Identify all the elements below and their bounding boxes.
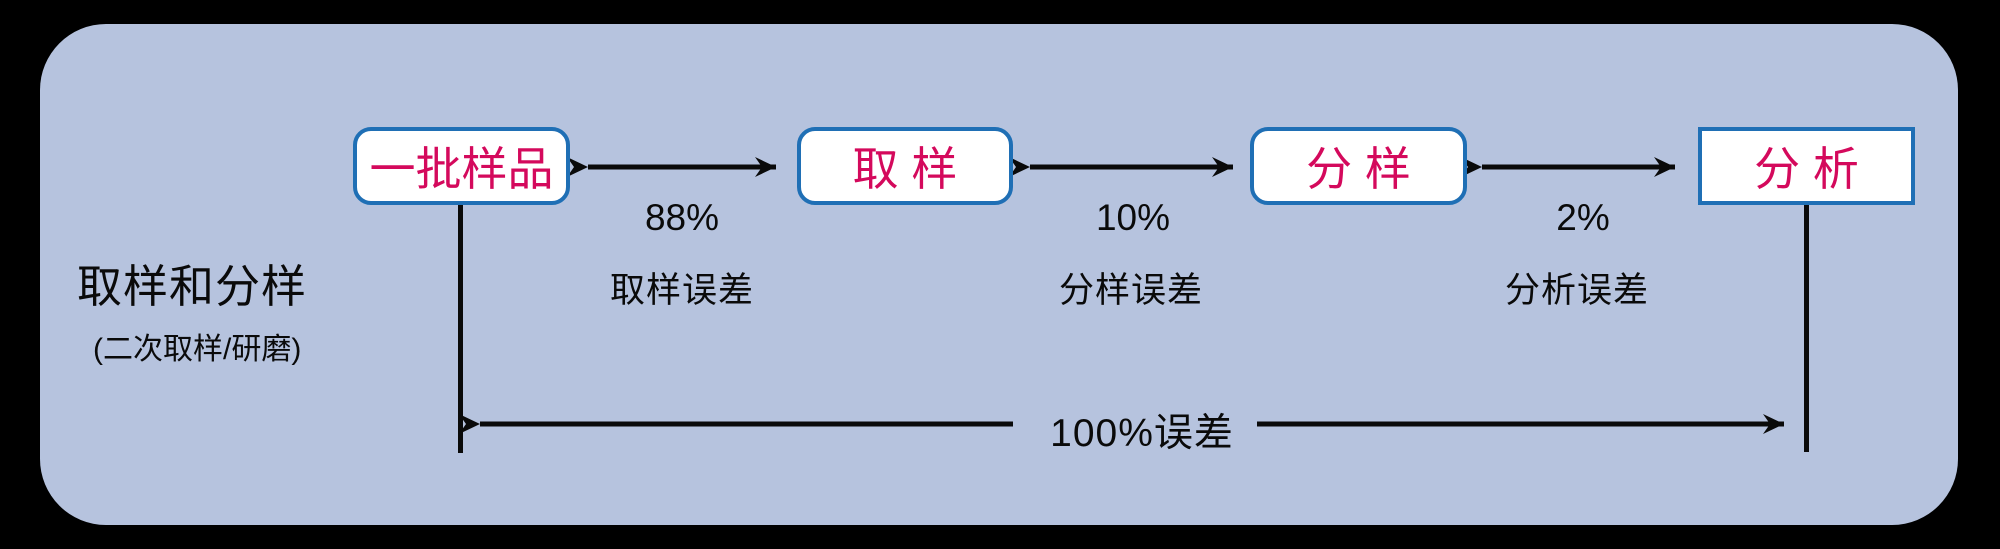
analysis-error-percent: 2% (1556, 197, 1610, 238)
diagram-subtitle: (二次取样/研磨) (93, 333, 302, 366)
node-analysis: 分 析 (1698, 127, 1915, 205)
total-error-label: 100%误差 (1050, 412, 1234, 455)
node-sample-batch: 一批样品 (353, 127, 570, 205)
subsampling-error-percent: 10% (1095, 197, 1171, 238)
sampling-error-percent: 88% (644, 197, 720, 238)
subsampling-error-label: 分样误差 (1058, 271, 1204, 310)
node-sampling: 取 样 (797, 127, 1013, 205)
analysis-error-label: 分析误差 (1504, 271, 1650, 310)
sampling-error-label: 取样误差 (609, 271, 755, 310)
diagram-title: 取样和分样 (77, 261, 308, 312)
node-subsampling: 分 样 (1250, 127, 1467, 205)
diagram-panel (40, 24, 1958, 525)
